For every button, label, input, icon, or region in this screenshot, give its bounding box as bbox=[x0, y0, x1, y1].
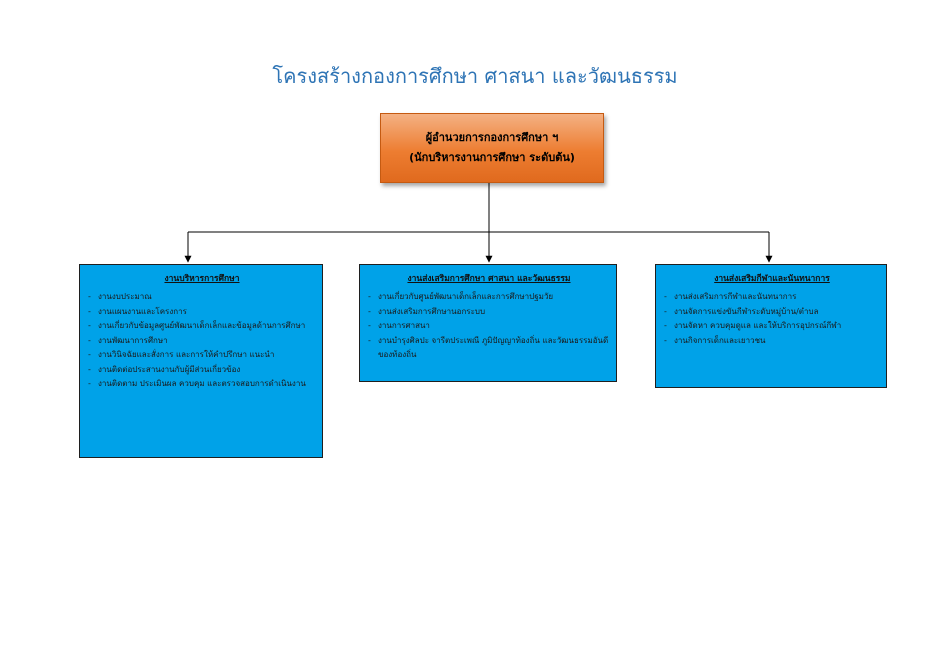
dept-task-item: งานบำรุงศิลปะ จารีตประเพณี ภูมิปัญญาท้อง… bbox=[368, 334, 610, 363]
dept-task-item: งานติดต่อประสานงานกับผู้มีส่วนเกี่ยวข้อง bbox=[88, 363, 316, 378]
director-title: ผู้อำนวยการกองการศึกษา ฯ bbox=[425, 131, 559, 144]
dept-task-item: งานพัฒนาการศึกษา bbox=[88, 334, 316, 349]
dept-box-education-religion-culture: งานส่งเสริมการศึกษา ศาสนา และวัฒนธรรม งา… bbox=[359, 264, 617, 382]
dept-title: งานส่งเสริมการศึกษา ศาสนา และวัฒนธรรม bbox=[407, 274, 571, 284]
dept-task-item: งานจัดหา ควบคุมดูแล และให้บริการอุปกรณ์ก… bbox=[664, 319, 880, 334]
dept-task-item: งานงบประมาณ bbox=[88, 290, 316, 305]
dept-box-education-admin: งานบริหารการศึกษา งานงบประมาณ งานแผนงานแ… bbox=[79, 264, 323, 458]
page-title: โครงสร้างกองการศึกษา ศาสนา และวัฒนธรรม bbox=[272, 64, 678, 88]
dept-task-item: งานกิจการเด็กและเยาวชน bbox=[664, 334, 880, 349]
dept-task-item: งานติดตาม ประเมินผล ควบคุม และตรวจสอบการ… bbox=[88, 377, 316, 392]
dept-task-item: งานวินิจฉัยและสั่งการ และการให้คำปรึกษา … bbox=[88, 348, 316, 363]
dept-title: งานส่งเสริมกีฬาและนันทนาการ bbox=[714, 274, 830, 284]
dept-title: งานบริหารการศึกษา bbox=[164, 274, 240, 284]
dept-task-item: งานการศาสนา bbox=[368, 319, 610, 334]
director-box: ผู้อำนวยการกองการศึกษา ฯ (นักบริหารงานกา… bbox=[380, 113, 604, 183]
dept-task-item: งานจัดการแข่งขันกีฬาระดับหมู่บ้าน/ตำบล bbox=[664, 305, 880, 320]
dept-task-list: งานงบประมาณ งานแผนงานและโครงการ งานเกี่ย… bbox=[88, 290, 316, 392]
dept-box-sports-recreation: งานส่งเสริมกีฬาและนันทนาการ งานส่งเสริมก… bbox=[655, 264, 887, 388]
director-position: (นักบริหารงานการศึกษา ระดับต้น) bbox=[409, 151, 575, 164]
dept-task-item: งานเกี่ยวกับศูนย์พัฒนาเด็กเล็กและการศึกษ… bbox=[368, 290, 610, 305]
dept-task-list: งานส่งเสริมการกีฬาและนันทนาการ งานจัดการ… bbox=[664, 290, 880, 348]
dept-task-item: งานเกี่ยวกับข้อมูลศูนย์พัฒนาเด็กเล็กและข… bbox=[88, 319, 316, 334]
dept-task-list: งานเกี่ยวกับศูนย์พัฒนาเด็กเล็กและการศึกษ… bbox=[368, 290, 610, 363]
dept-task-item: งานส่งเสริมการกีฬาและนันทนาการ bbox=[664, 290, 880, 305]
dept-task-item: งานแผนงานและโครงการ bbox=[88, 305, 316, 320]
dept-task-item: งานส่งเสริมการศึกษานอกระบบ bbox=[368, 305, 610, 320]
